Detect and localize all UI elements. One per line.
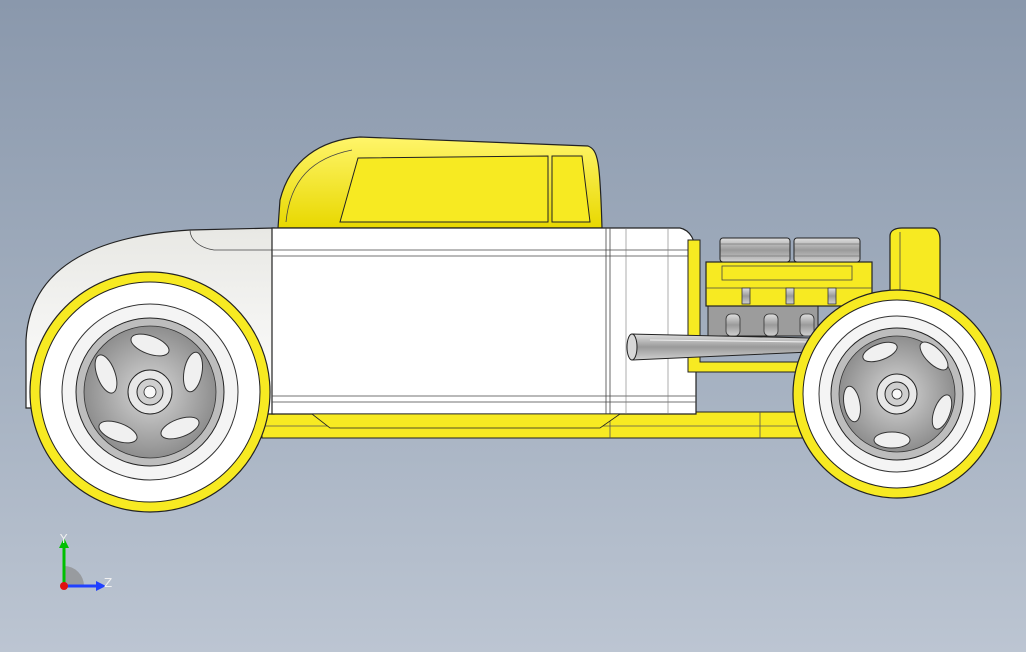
rear-wheel[interactable] xyxy=(29,271,271,513)
axis-triad[interactable]: Y Z xyxy=(40,528,120,598)
side-window xyxy=(339,155,549,223)
air-cleaner-right xyxy=(793,237,861,263)
front-wheel[interactable] xyxy=(792,289,1002,499)
triad-quadrant xyxy=(64,566,84,586)
door-window xyxy=(551,155,591,223)
running-board xyxy=(310,413,622,429)
x-axis-dot xyxy=(60,582,68,590)
exhaust-pipe xyxy=(631,333,811,361)
y-axis-arrow xyxy=(59,538,69,548)
engine-cylinders xyxy=(725,313,815,337)
z-axis-label: Z xyxy=(104,576,112,590)
radiator-shell xyxy=(889,227,941,301)
y-axis-label: Y xyxy=(59,532,68,546)
air-cleaner-left xyxy=(719,237,791,263)
z-axis-arrow xyxy=(96,581,106,591)
